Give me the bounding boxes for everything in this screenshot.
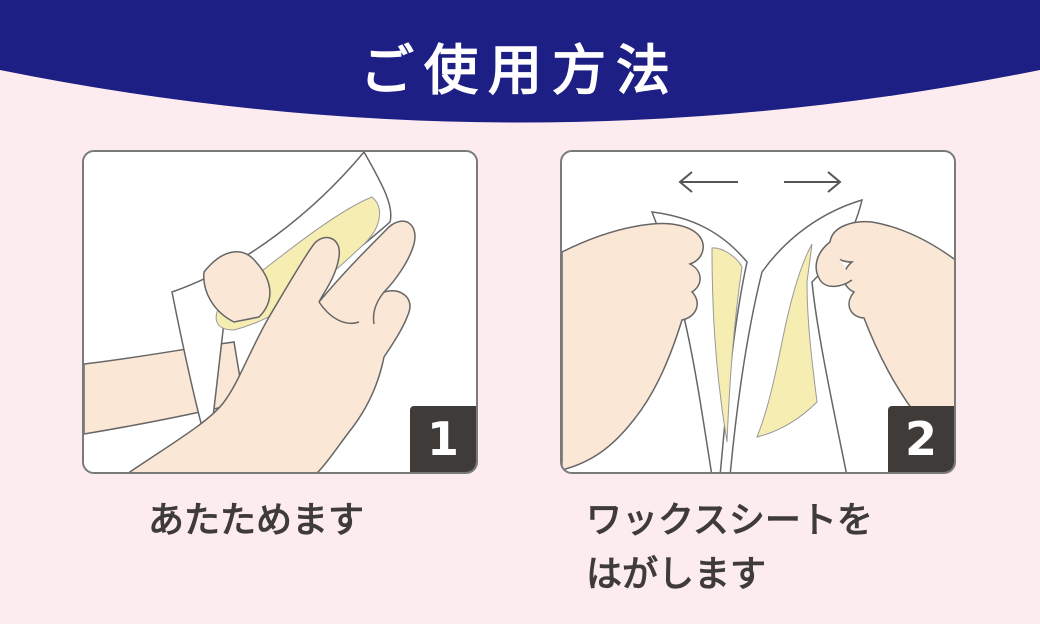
hands-warming-wax-sheet-icon — [84, 152, 416, 472]
hands-peeling-wax-sheet-icon — [562, 171, 954, 472]
header-banner: ご使用方法 — [0, 0, 1040, 130]
right-arrow-icon — [784, 171, 842, 193]
step-number-badge: 1 — [410, 406, 476, 472]
step-2-caption-line-2: はがします — [586, 554, 767, 595]
page-title: ご使用方法 — [360, 39, 680, 102]
step-1-caption: あたためます — [148, 500, 365, 541]
header-arc — [0, 0, 1040, 123]
step-2-caption: ワックスシートを はがします — [586, 494, 873, 602]
step-2-caption-line-1: ワックスシートを — [586, 500, 873, 541]
step-1-panel: 1 — [82, 150, 478, 474]
left-arrow-icon — [678, 171, 738, 193]
step-number-badge: 2 — [888, 406, 954, 472]
step-2-panel: 2 — [560, 150, 956, 474]
